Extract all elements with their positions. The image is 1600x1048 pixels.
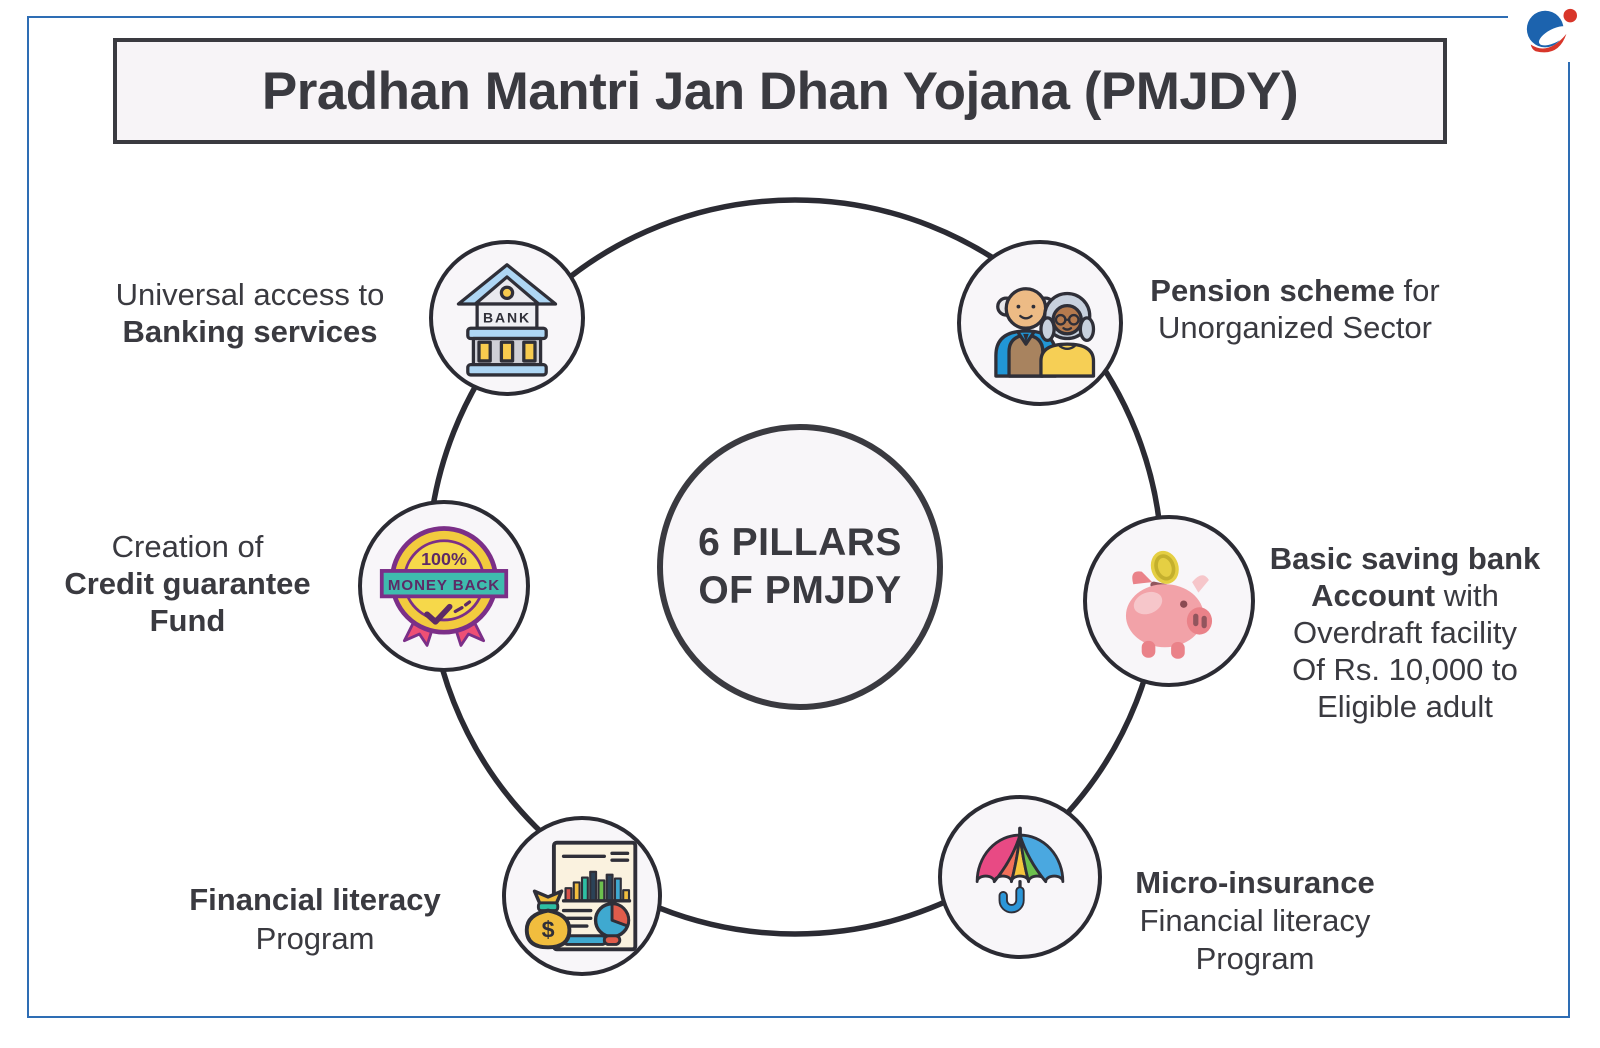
piggy-bank-icon	[1125, 550, 1213, 659]
dollar-sign-text: $	[542, 917, 555, 943]
label-banking-line2: Banking services	[122, 314, 378, 349]
label-credit: Creation of Credit guarantee Fund	[40, 528, 335, 639]
label-savings-line5: Eligible adult	[1317, 689, 1493, 724]
label-credit-line1: Creation of	[111, 529, 264, 564]
title-box: Pradhan Mantri Jan Dhan Yojana (PMJDY)	[113, 38, 1447, 144]
pillar-circle-insurance	[938, 795, 1102, 959]
label-credit-line2: Credit guarantee	[64, 566, 311, 601]
badge-percent-text: 100%	[421, 549, 467, 569]
label-insurance-line3: Program	[1195, 941, 1315, 976]
label-savings-line3: Overdraft facility	[1293, 615, 1517, 650]
umbrella-icon	[975, 826, 1065, 914]
badge-banner-text: MONEY BACK	[388, 577, 500, 594]
bank-icon-text: BANK	[483, 310, 531, 326]
elderly-couple-icon	[994, 286, 1096, 378]
bank-building-icon: BANK	[456, 263, 558, 377]
pillar-circle-pension	[957, 240, 1123, 406]
pillar-circle-banking: BANK	[429, 240, 585, 396]
label-insurance-line2: Financial literacy	[1139, 903, 1371, 938]
label-pension: Pension scheme for Unorganized Sector	[1125, 272, 1465, 346]
pillar-circle-credit: 100% MONEY BACK	[358, 500, 530, 672]
center-text-line1: 6 PILLARS	[698, 521, 902, 565]
pillar-circle-savings	[1083, 515, 1255, 687]
label-insurance-line1: Micro-insurance	[1135, 865, 1375, 900]
label-savings-line1: Basic saving bank	[1269, 541, 1541, 576]
center-circle: 6 PILLARS OF PMJDY	[657, 424, 943, 710]
money-back-badge-icon: 100% MONEY BACK	[379, 526, 509, 647]
label-literacy-line2: Program	[255, 921, 375, 956]
page-border	[27, 16, 1570, 1018]
financial-report-icon: $	[524, 840, 638, 952]
label-credit-line3: Fund	[149, 603, 226, 638]
label-banking: Universal access to Banking services	[60, 276, 440, 350]
globe-swoosh-logo	[1526, 8, 1577, 53]
label-savings: Basic saving bank Account with Overdraft…	[1245, 540, 1565, 725]
pillar-circle-literacy: $	[502, 816, 662, 976]
label-pension-line2: Unorganized Sector	[1158, 310, 1432, 345]
center-text-line2: OF PMJDY	[698, 569, 902, 612]
label-insurance: Micro-insurance Financial literacy Progr…	[1090, 864, 1420, 978]
brand-logo	[1508, 0, 1592, 62]
label-literacy-line1: Financial literacy	[189, 882, 441, 917]
label-savings-line4: Of Rs. 10,000 to	[1292, 652, 1518, 687]
label-savings-line2: Account with	[1311, 578, 1499, 613]
page-title: Pradhan Mantri Jan Dhan Yojana (PMJDY)	[261, 61, 1299, 121]
label-literacy: Financial literacy Program	[150, 880, 480, 958]
label-banking-line1: Universal access to	[115, 277, 385, 312]
label-pension-line1: Pension scheme for	[1150, 273, 1440, 308]
